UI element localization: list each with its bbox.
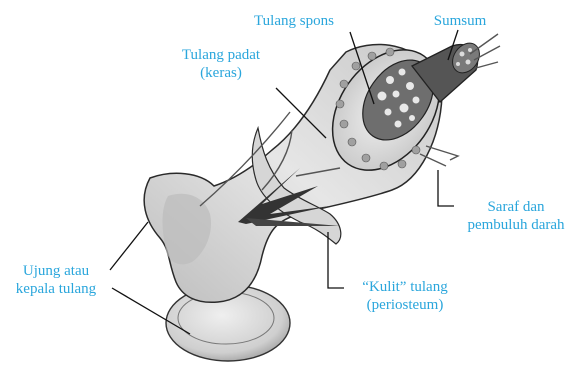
label-tulang-padat: Tulang padat (keras) xyxy=(166,46,276,82)
leader-ujung-1 xyxy=(110,222,148,270)
label-tulang-spons: Tulang spons xyxy=(234,12,354,30)
label-saraf-line2: pembuluh darah xyxy=(456,216,576,234)
label-saraf-line1: Saraf dan xyxy=(456,198,576,216)
label-kulit-line1: “Kulit” tulang xyxy=(346,278,464,296)
label-kulit-tulang: “Kulit” tulang (periosteum) xyxy=(346,278,464,314)
label-ujung-line2: kepala tulang xyxy=(2,280,110,298)
leader-saraf xyxy=(438,170,454,206)
label-kulit-line2: (periosteum) xyxy=(346,296,464,314)
label-saraf-pembuluh: Saraf dan pembuluh darah xyxy=(456,198,576,234)
label-tulang-padat-line1: Tulang padat xyxy=(166,46,276,64)
label-tulang-padat-line2: (keras) xyxy=(166,64,276,82)
label-ujung-kepala: Ujung atau kepala tulang xyxy=(2,262,110,298)
label-sumsum: Sumsum xyxy=(420,12,500,30)
label-ujung-line1: Ujung atau xyxy=(2,262,110,280)
